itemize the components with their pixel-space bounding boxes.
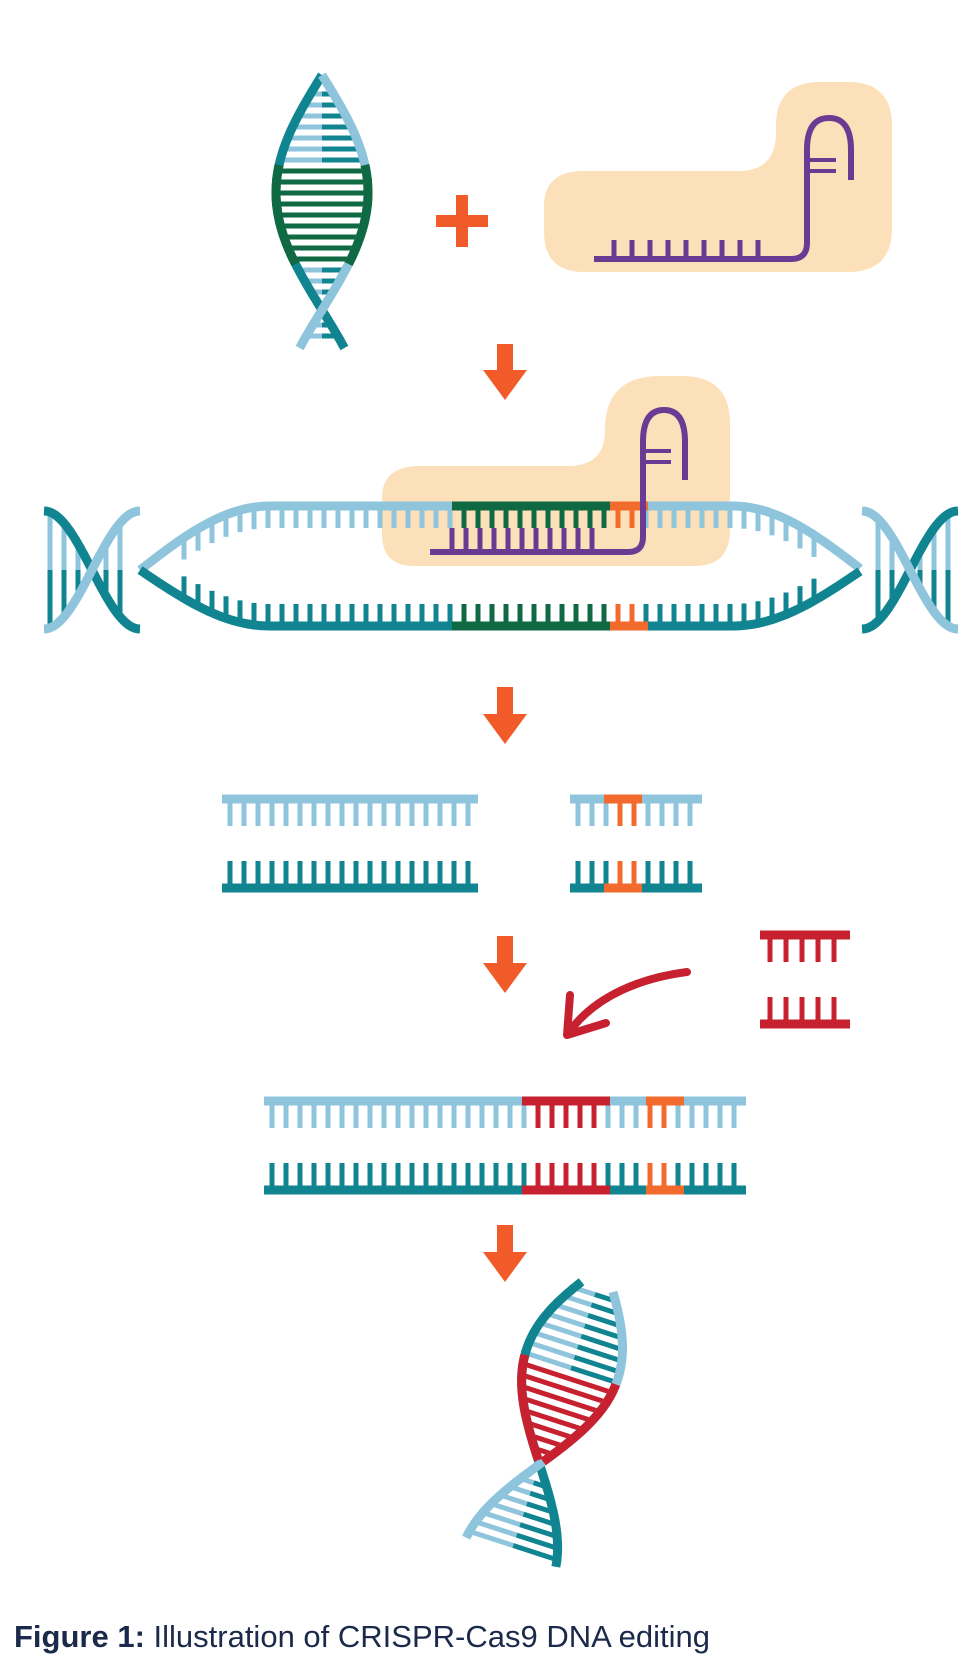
dna-helix-edited [462, 1278, 627, 1568]
dna-rung [587, 1313, 622, 1329]
guide-rna-strand [430, 406, 688, 555]
donor-dna-template [760, 930, 850, 1029]
dna-rung [521, 1395, 593, 1424]
dna-rung [539, 1320, 582, 1339]
cut-dna-fragments [222, 794, 702, 893]
cas9-bound-dna [43, 376, 959, 634]
cas9-protein [382, 376, 730, 566]
dna-rung [468, 1528, 514, 1548]
cas9-protein [544, 82, 892, 272]
down-arrow-icon [483, 1225, 527, 1282]
dna-rung [524, 1350, 572, 1371]
dna-rung [580, 1333, 624, 1353]
dna-rung [533, 1330, 579, 1350]
dna-rung [583, 1323, 623, 1341]
dna-rung [530, 1433, 565, 1449]
guide-rna [449, 528, 595, 552]
guide-rna-hairpin [643, 449, 671, 464]
dna-rung [482, 1510, 521, 1527]
down-arrow-icon [483, 344, 527, 400]
down-arrow-icon [483, 936, 527, 993]
dna-rung [522, 1361, 613, 1396]
dna-rung [546, 1311, 586, 1329]
cas9-guide-rna-complex [544, 82, 892, 272]
figure-caption: Figure 1: Illustration of CRISPR-Cas9 DN… [14, 1617, 710, 1657]
caption-text: Illustration of CRISPR-Cas9 DNA editing [144, 1619, 711, 1654]
edited-dna [264, 1096, 746, 1195]
dna-rung [519, 1522, 558, 1540]
dna-rung [521, 1372, 608, 1405]
curved-arrow-icon [563, 968, 691, 1039]
dna-rung [474, 1519, 518, 1538]
dna-rung [573, 1354, 621, 1375]
dna-rung [520, 1384, 601, 1415]
dna-rung [554, 1302, 589, 1318]
dna-rung [522, 1511, 557, 1528]
plus-icon [436, 195, 488, 247]
dna-rung [528, 1340, 576, 1360]
dna-rung [526, 1420, 575, 1441]
dna-rung [490, 1501, 525, 1517]
dna-rung [515, 1532, 559, 1551]
dna-rung [570, 1365, 618, 1385]
dna-rung [523, 1408, 585, 1432]
guide-rna-strand [594, 114, 854, 262]
dna-rung [577, 1344, 623, 1364]
down-arrow-icon [483, 687, 527, 744]
dna-rung [512, 1543, 558, 1563]
guide-rna [611, 240, 761, 259]
dna-helix-start [271, 72, 373, 351]
guide-rna-hairpin [807, 158, 836, 173]
caption-label: Figure 1: [14, 1619, 145, 1654]
